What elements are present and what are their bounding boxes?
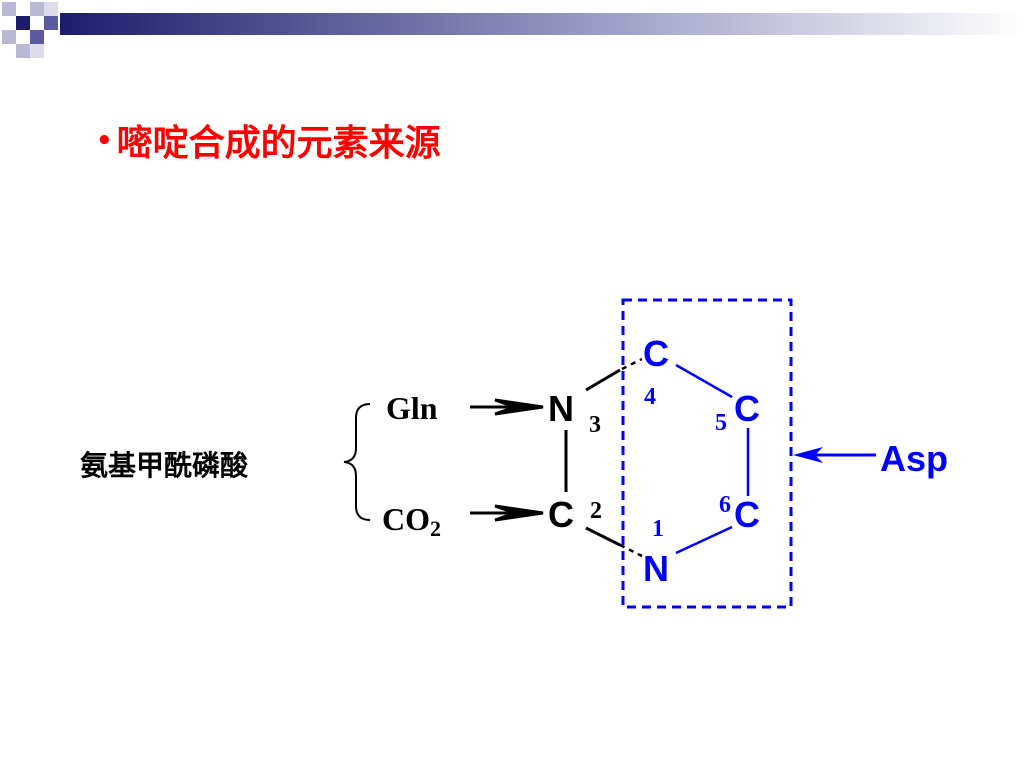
atom-c6: C bbox=[734, 494, 760, 535]
deco-square bbox=[44, 16, 58, 30]
bond-n3-c4-dashed bbox=[621, 357, 643, 371]
asp-dashed-box bbox=[621, 298, 793, 609]
num-3: 3 bbox=[589, 412, 601, 438]
deco-square bbox=[30, 2, 44, 16]
deco-square bbox=[2, 2, 16, 16]
bond-n3-c4 bbox=[585, 368, 621, 392]
brace bbox=[343, 403, 371, 521]
bond-c6-n1 bbox=[675, 525, 733, 555]
bond-c4-c5 bbox=[675, 363, 733, 399]
deco-square bbox=[30, 44, 44, 58]
num-6: 6 bbox=[719, 492, 731, 518]
atom-n3: N bbox=[548, 388, 574, 429]
deco-square bbox=[2, 30, 16, 44]
num-1: 1 bbox=[652, 516, 664, 542]
deco-square-dark bbox=[16, 16, 30, 30]
atom-c2: C bbox=[548, 494, 574, 535]
deco-square bbox=[16, 44, 30, 58]
co2-label: CO2 bbox=[382, 501, 441, 541]
deco-square bbox=[44, 2, 58, 16]
num-2: 2 bbox=[590, 498, 602, 524]
asp-arrow-head bbox=[793, 447, 823, 463]
atom-n1: N bbox=[643, 548, 669, 589]
gln-arrow bbox=[470, 398, 544, 416]
title-bullet: • bbox=[96, 126, 113, 156]
header-gradient-bar bbox=[60, 13, 1024, 35]
gln-label: Gln bbox=[386, 390, 438, 426]
source-label: 氨基甲酰磷酸 bbox=[80, 449, 249, 482]
atom-c4: C bbox=[643, 333, 669, 374]
slide-title: •嘧啶合成的元素来源 bbox=[96, 114, 441, 166]
deco-square bbox=[30, 30, 44, 44]
atom-c5: C bbox=[734, 388, 760, 429]
header-decoration bbox=[2, 2, 1024, 58]
bond-c2-n1 bbox=[585, 526, 621, 547]
num-4: 4 bbox=[644, 384, 656, 410]
title-text: 嘧啶合成的元素来源 bbox=[116, 123, 441, 164]
bond-c2-n1-dashed bbox=[619, 543, 643, 558]
num-5: 5 bbox=[715, 410, 727, 436]
co2-arrow bbox=[470, 504, 544, 522]
asp-label: Asp bbox=[880, 438, 948, 479]
